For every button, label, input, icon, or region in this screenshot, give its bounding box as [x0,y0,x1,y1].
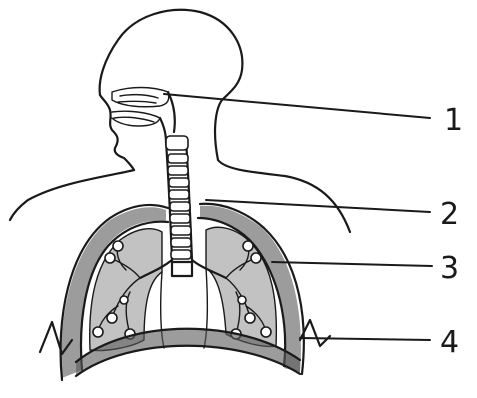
label-4: 4 [440,325,459,360]
shoulder-left-outline [10,170,134,220]
nasal-conchae [118,95,158,103]
head-outline [100,10,350,232]
tongue [114,117,154,122]
label-3: 3 [440,251,459,286]
label-line-1 [164,94,430,118]
trachea-rings [168,154,191,259]
oral-cavity [112,111,160,126]
label-line-2 [206,200,430,212]
label-2: 2 [440,197,459,232]
label-1: 1 [444,103,463,138]
pharynx [160,92,175,142]
larynx [166,136,188,150]
label-line-4 [300,338,430,340]
label-line-3 [272,262,432,266]
nasal-cavity [112,88,169,107]
